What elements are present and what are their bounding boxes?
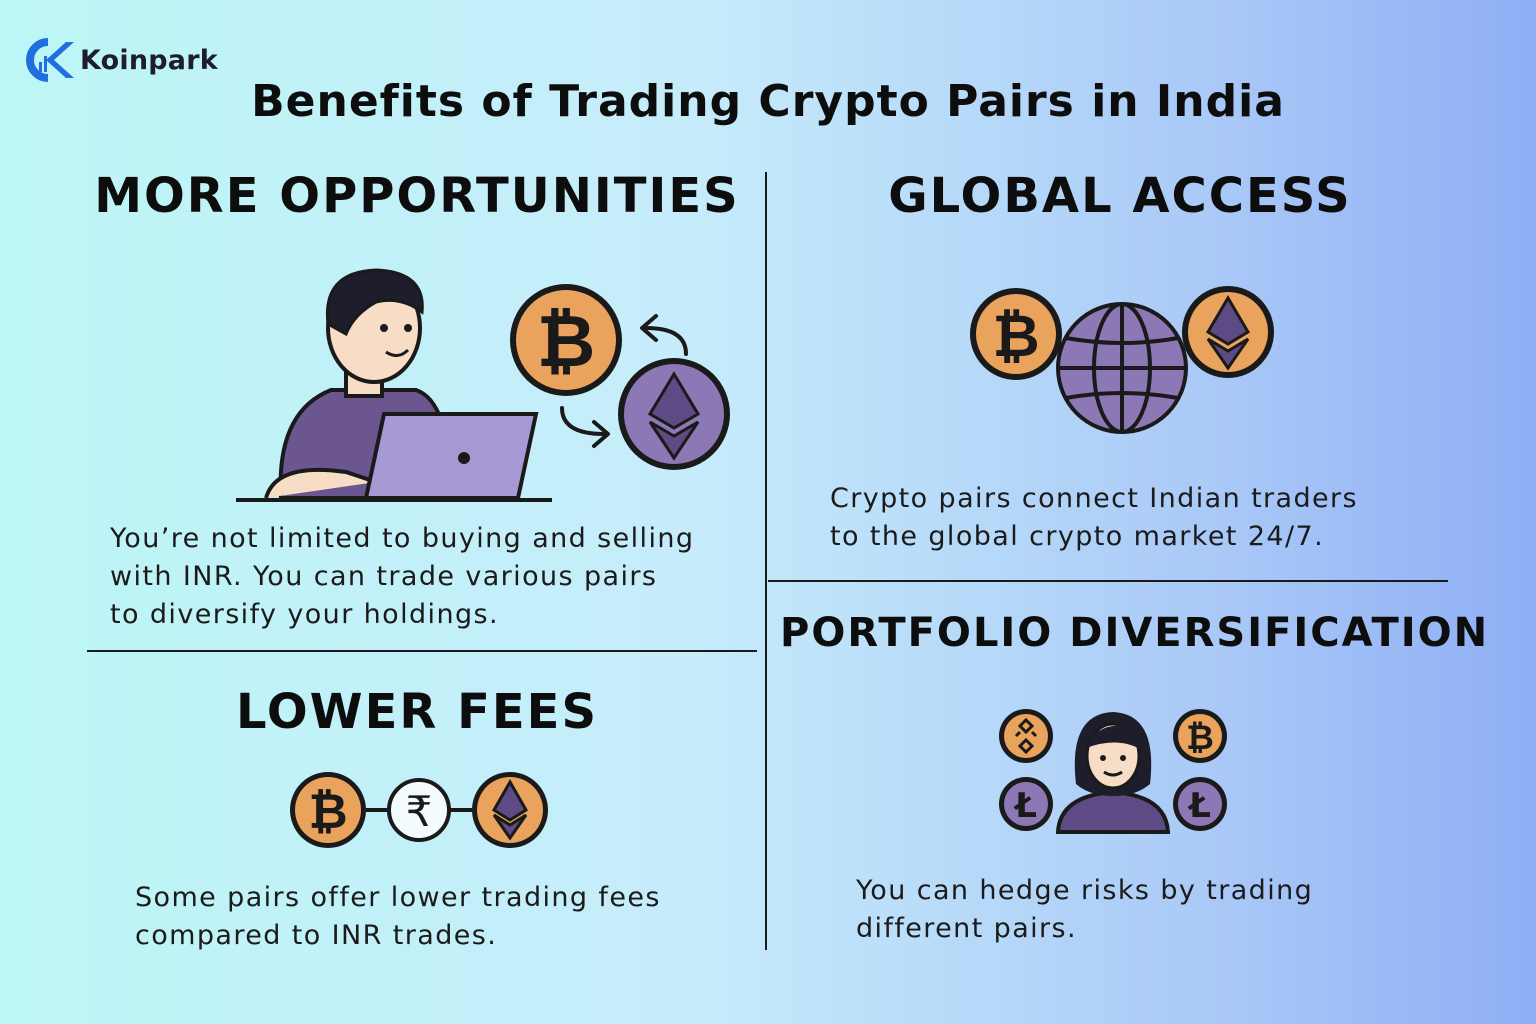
text-line: compared to INR trades. [135, 920, 498, 951]
text-line: You’re not limited to buying and selling [110, 523, 695, 554]
text-line: with INR. You can trade various pairs [110, 561, 658, 592]
ethereum-icon [618, 358, 730, 470]
bitcoin-glyph: ₿ [537, 299, 596, 383]
text-line: You can hedge risks by trading [856, 875, 1314, 906]
bitcoin-glyph: ₿ [1186, 718, 1214, 758]
global-access-illustration: ₿ [970, 286, 1274, 434]
divider-right [768, 580, 1448, 582]
rupee-icon: ₹ [387, 778, 451, 842]
page-title: Benefits of Trading Crypto Pairs in Indi… [251, 76, 1285, 127]
divider-left [87, 650, 757, 652]
globe-icon [1056, 302, 1188, 434]
litecoin-icon: Ł [999, 777, 1053, 831]
section-title-lower-fees: LOWER FEES [235, 684, 599, 740]
bitcoin-glyph: ₿ [308, 784, 347, 840]
bitcoin-glyph: ₿ [992, 302, 1039, 370]
section-text-lower-fees: Some pairs offer lower trading fees comp… [135, 879, 661, 955]
bitcoin-icon: ₿ [290, 772, 366, 848]
text-line: to diversify your holdings. [110, 599, 499, 630]
bitcoin-icon: ₿ [970, 288, 1062, 380]
section-title-global-access: GLOBAL ACCESS [888, 168, 1352, 224]
bitcoin-icon: ₿ [510, 284, 622, 396]
bitcoin-icon: ₿ [1173, 709, 1227, 763]
ethereum-icon [472, 772, 548, 848]
person-laptop-icon [236, 268, 552, 502]
litecoin-icon: Ł [1173, 777, 1227, 831]
section-text-more-opportunities: You’re not limited to buying and selling… [110, 520, 694, 634]
section-title-more-opportunities: MORE OPPORTUNITIES [94, 168, 740, 224]
text-line: different pairs. [856, 913, 1077, 944]
rupee-glyph: ₹ [406, 787, 433, 836]
litecoin-glyph: Ł [1013, 786, 1037, 826]
divider-vertical [765, 172, 767, 950]
section-text-global-access: Crypto pairs connect Indian traders to t… [830, 480, 1358, 556]
woman-avatar-icon [1055, 712, 1171, 834]
text-line: to the global crypto market 24/7. [830, 521, 1325, 552]
koinpark-logo-icon [26, 38, 74, 82]
binance-icon [999, 709, 1053, 763]
person-laptop-illustration: ₿ [236, 268, 730, 502]
text-line: Some pairs offer lower trading fees [135, 882, 661, 913]
litecoin-glyph: Ł [1187, 786, 1211, 826]
brand-name: Koinpark [80, 44, 218, 76]
swap-arrows-icon [560, 314, 688, 448]
text-line: Crypto pairs connect Indian traders [830, 483, 1359, 514]
brand-logo: Koinpark [26, 38, 218, 82]
lower-fees-illustration: ₿ ₹ [290, 772, 548, 848]
portfolio-illustration: ₿ Ł Ł [999, 709, 1227, 834]
ethereum-icon [1182, 286, 1274, 378]
section-title-portfolio-diversification: PORTFOLIO DIVERSIFICATION [780, 610, 1490, 656]
section-text-portfolio-diversification: You can hedge risks by trading different… [856, 872, 1313, 948]
